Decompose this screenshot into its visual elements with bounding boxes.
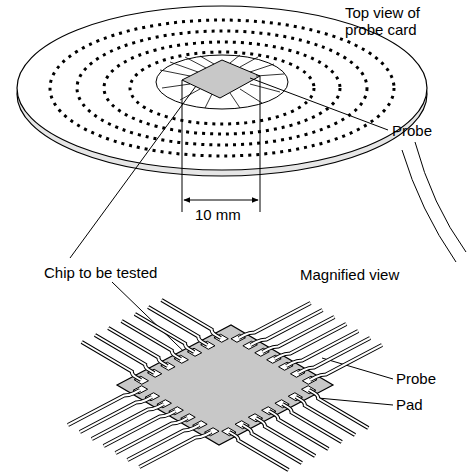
dimension-lines <box>182 76 260 212</box>
part-label: Probe <box>396 370 456 387</box>
chip-top-view <box>160 55 284 108</box>
view-label: Magnified view <box>300 266 430 283</box>
part-label: Chip to be tested <box>44 264 194 281</box>
figure-caption-label: Top view of probe card <box>345 4 449 38</box>
magnified-chip <box>0 260 450 474</box>
part-label: Pad <box>396 396 456 413</box>
part-label: Probe <box>392 122 452 139</box>
dimension-label: 10 mm <box>195 206 255 223</box>
